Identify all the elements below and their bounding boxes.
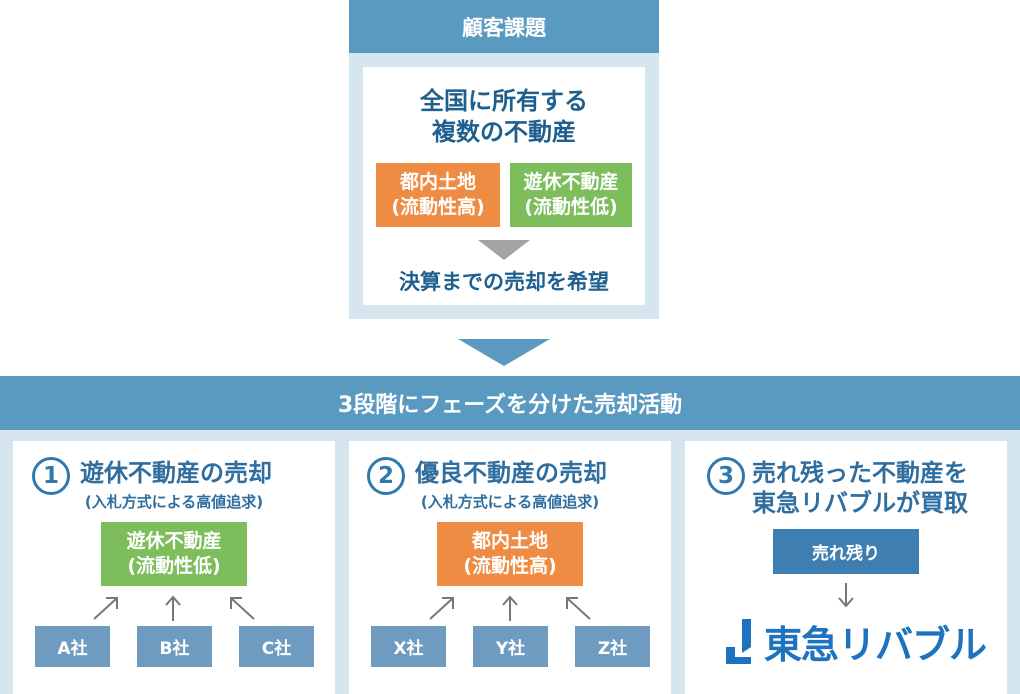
urban-land-liquidity: (流動性高) <box>391 196 485 218</box>
arrow-icon <box>165 595 181 621</box>
customer-issue-result: 決算までの売却を希望 <box>363 264 645 298</box>
triangle-down-icon <box>478 240 530 260</box>
phase-3-number: 3 <box>707 457 745 495</box>
customer-issue-title-line-1: 全国に所有する <box>420 87 588 115</box>
phase-2-title: 優良不動産の売却 <box>415 459 607 487</box>
sales-activity-header: 3段階にフェーズを分けた売却活動 <box>0 376 1020 430</box>
customer-issue-header-label: 顧客課題 <box>462 15 546 40</box>
urban-land-box: 都内土地 (流動性高) <box>376 163 500 227</box>
unsold-box: 売れ残り <box>773 529 919 574</box>
bidder-z: Z社 <box>575 626 650 667</box>
livable-logo-icon <box>726 619 751 664</box>
phase-1-property-box: 遊休不動産 (流動性低) <box>101 522 247 586</box>
phase-1-number: 1 <box>32 457 70 495</box>
livable-logo-text: 東急リバブル <box>764 622 987 667</box>
livable-logo: 東急リバブル <box>724 615 994 667</box>
bidder-y: Y社 <box>473 626 548 667</box>
arrow-icon <box>838 583 854 608</box>
phase-1-title: 遊休不動産の売却 <box>80 459 272 487</box>
phase-1-subtitle: (入札方式による高値追求) <box>84 492 264 511</box>
arrow-icon <box>230 597 255 620</box>
arrow-icon <box>93 597 118 620</box>
customer-issue-title-line-2: 複数の不動産 <box>432 118 576 146</box>
idle-property-label: 遊休不動産 <box>523 171 619 193</box>
urban-land-label: 都内土地 <box>399 171 476 193</box>
arrow-icon <box>429 597 454 620</box>
arrow-icon <box>566 597 591 620</box>
phase-2-property-box: 都内土地 (流動性高) <box>437 522 583 586</box>
triangle-down-icon <box>458 339 550 366</box>
idle-property-liquidity: (流動性低) <box>524 196 618 218</box>
phase-2-subtitle: (入札方式による高値追求) <box>420 492 600 511</box>
customer-issue-title: 全国に所有する 複数の不動産 <box>363 85 645 149</box>
phase-2-number: 2 <box>367 457 405 495</box>
idle-property-box: 遊休不動産 (流動性低) <box>510 163 632 227</box>
bidder-b: B社 <box>137 626 212 667</box>
bidder-x: X社 <box>371 626 446 667</box>
bidder-c: C社 <box>239 626 314 667</box>
customer-issue-header: 顧客課題 <box>349 0 659 53</box>
bidder-a: A社 <box>35 626 110 667</box>
arrow-icon <box>502 595 518 621</box>
customer-issue-result-label: 決算までの売却を希望 <box>399 270 609 294</box>
sales-activity-header-label: 3段階にフェーズを分けた売却活動 <box>337 393 683 418</box>
phase-3-title: 売れ残った不動産を 東急リバブルが買取 <box>752 459 968 517</box>
